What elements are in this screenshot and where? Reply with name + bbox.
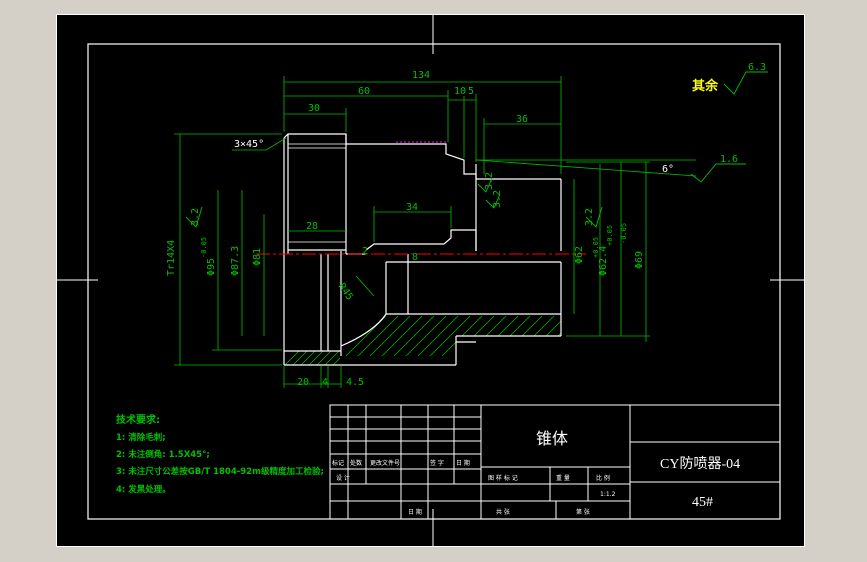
dim-small8: 8: [412, 252, 418, 263]
thread-profile: [288, 143, 346, 243]
dimension-lines: [174, 76, 697, 388]
dim-phi624: Φ62.4: [598, 246, 609, 276]
drawing-canvas: 134 60 30 10 5 36 34 28 20 4 4.5 3×45° 6…: [56, 14, 805, 547]
tb-sheet: 第 张: [576, 508, 590, 516]
dim-chamfer: 3×45°: [234, 139, 264, 150]
tb-scale-label: 比 例: [596, 474, 610, 482]
part-outline: [283, 133, 562, 366]
dim-30: 30: [308, 103, 320, 114]
dim-phi95: Φ95: [206, 258, 217, 276]
dim-134: 134: [412, 70, 430, 81]
dim-phi624-tol: +0.05: [592, 237, 600, 258]
dim-5: 5: [468, 86, 474, 97]
tb-date: 日 期: [456, 459, 470, 467]
dim-phi81: Φ81: [252, 248, 263, 266]
drawing-number: CY防喷器-04: [660, 456, 740, 472]
roughness-rest-label: 其余: [692, 78, 719, 94]
tb-scale: 1:1.2: [600, 491, 616, 498]
centering-marks: [56, 14, 805, 547]
dim-phi62-tol: +0.05: [606, 225, 614, 246]
dim-10: 10: [454, 86, 466, 97]
title-block: [329, 404, 781, 520]
tb-design: 设 计: [336, 474, 350, 482]
dim-phi62: Φ62: [574, 246, 585, 264]
dim-phi87: Φ87.3: [230, 246, 241, 276]
dim-20: 20: [297, 377, 309, 388]
note-3: 3: 未注尺寸公差按GB/T 1804-92m级精度加工检验;: [116, 466, 324, 477]
dim-angle: 6°: [662, 164, 674, 175]
cad-drawing: 134 60 30 10 5 36 34 28 20 4 4.5 3×45° 6…: [56, 14, 805, 547]
roughness-32d: 3.2: [492, 190, 503, 208]
roughness-16: 1.6: [720, 154, 738, 165]
roughness-32c: 3.2: [484, 172, 495, 190]
note-2: 2: 未注倒角: 1.5X45°;: [116, 449, 210, 460]
tb-sign: 签 字: [430, 459, 444, 467]
dim-60: 60: [358, 86, 370, 97]
note-4: 4: 发黑处理。: [116, 484, 171, 495]
part-name: 锥体: [536, 429, 568, 448]
dim-45: 4.5: [346, 377, 364, 388]
tb-weight: 重 量: [556, 474, 570, 482]
drawing-frame: [87, 43, 781, 520]
tb-count: 处数: [350, 459, 362, 467]
dim-34: 34: [406, 202, 418, 213]
roughness-32a: 3.2: [190, 208, 201, 226]
dim-r45: R45: [336, 281, 355, 302]
tb-total: 共 张: [496, 508, 510, 516]
notes-title: 技术要求:: [116, 413, 160, 426]
part-hatch: [284, 315, 561, 365]
tb-mark: 标记: [332, 459, 344, 467]
dim-phi69-tol: -0.05: [620, 223, 628, 244]
roughness-32b: 3.2: [584, 208, 595, 226]
roughness-63: 6.3: [748, 62, 766, 73]
dim-36: 36: [516, 114, 528, 125]
dim-phi95-tol: -0.05: [200, 237, 208, 258]
dim-28: 28: [306, 221, 318, 232]
dim-small2: 2: [362, 246, 368, 257]
dim-phi69: Φ69: [634, 251, 645, 269]
tb-date2: 日 期: [408, 508, 422, 516]
dim-4: 4: [322, 377, 328, 388]
material: 45#: [692, 495, 713, 510]
tb-file: 更改文件号: [370, 459, 400, 467]
roughness-symbols: [185, 71, 768, 228]
dim-tr: Tr14X4: [166, 240, 177, 276]
note-1: 1: 清除毛刺;: [116, 432, 166, 443]
tb-stage: 图 样 标 记: [488, 474, 518, 482]
